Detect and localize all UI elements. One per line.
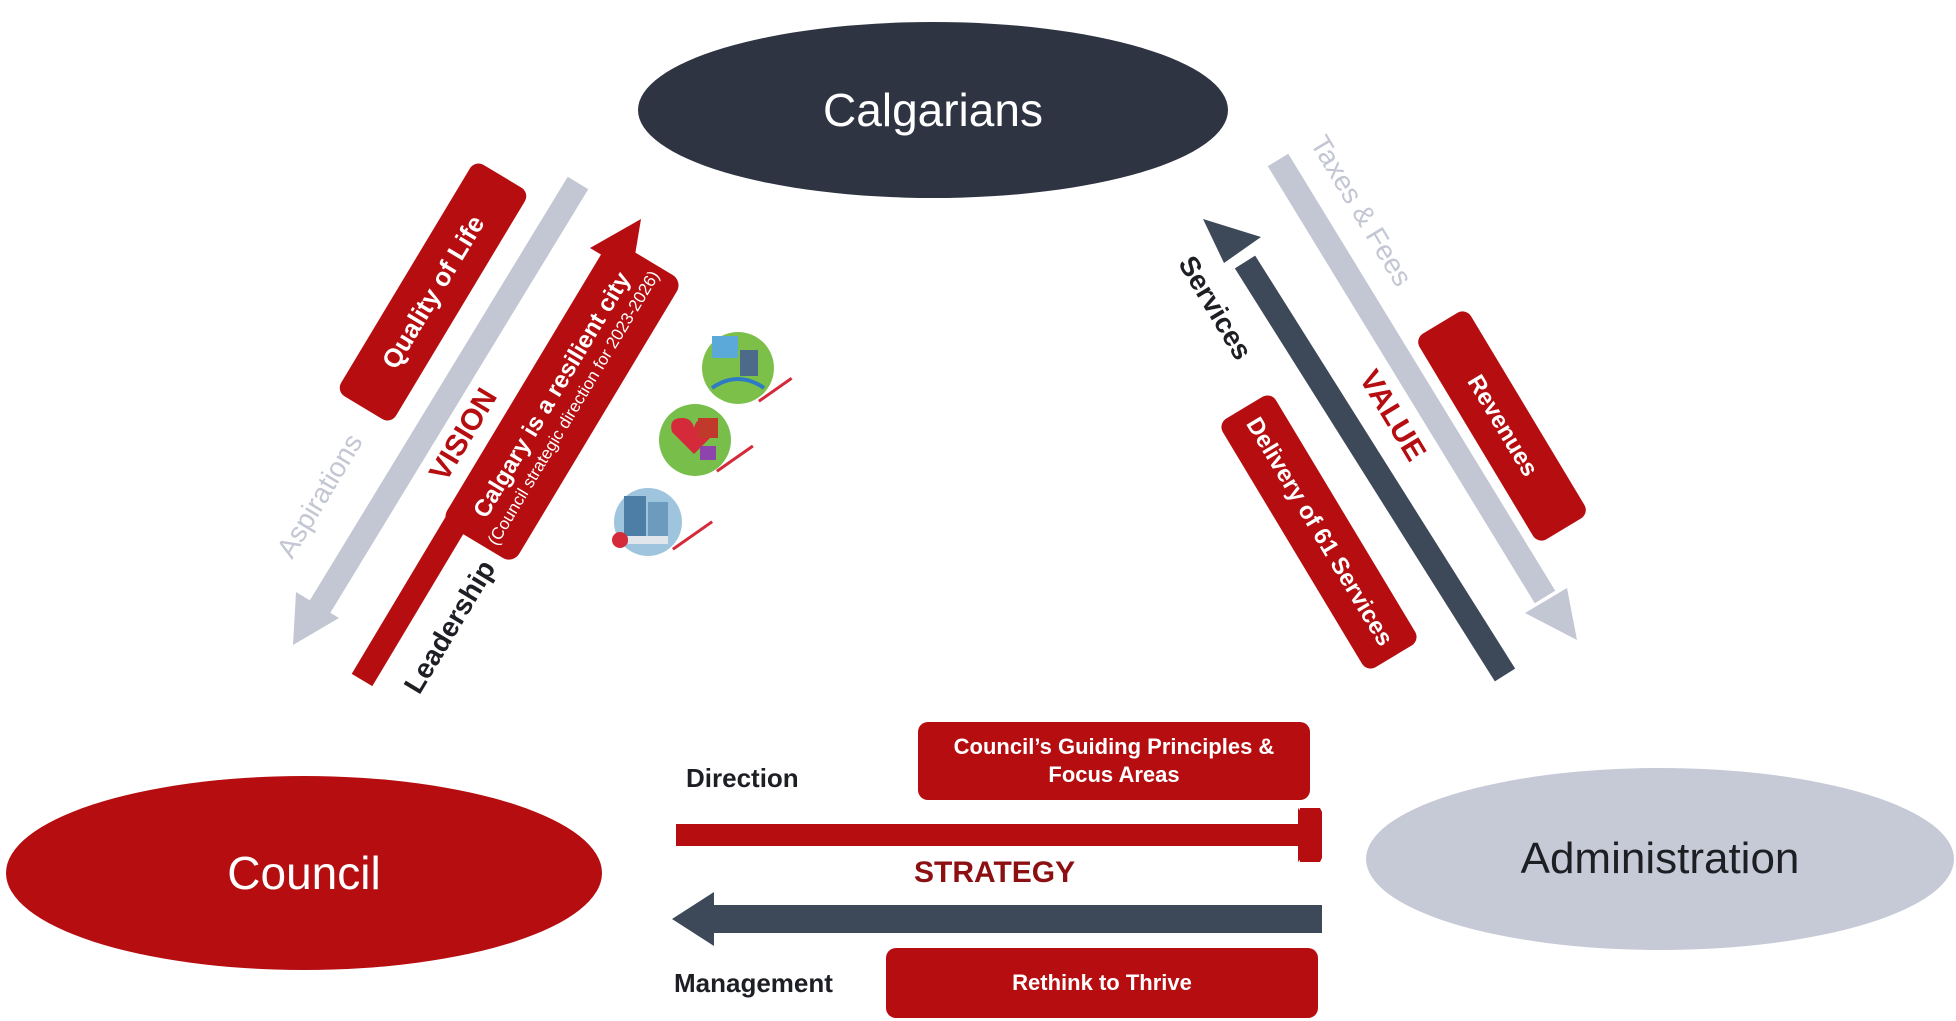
guiding-principles-box: Council’s Guiding Principles & Focus Are… <box>918 722 1310 800</box>
guiding-principles-line2: Focus Areas <box>1048 762 1180 787</box>
direction-label: Direction <box>686 763 799 793</box>
services-arrow <box>1203 219 1516 682</box>
direction-arrow <box>676 808 1322 862</box>
rethink-label: Rethink to Thrive <box>1012 970 1192 995</box>
strategy-label: STRATEGY <box>914 856 1076 889</box>
calgarians-label: Calgarians <box>823 84 1043 136</box>
guiding-principles-line1: Council’s Guiding Principles & <box>953 734 1275 759</box>
council-label: Council <box>227 847 381 899</box>
taxes-fees-arrow <box>1267 153 1577 640</box>
administration-node: Administration <box>1366 768 1954 950</box>
management-label: Management <box>674 968 833 998</box>
council-node: Council <box>6 776 602 970</box>
rethink-box: Rethink to Thrive <box>886 948 1318 1018</box>
administration-label: Administration <box>1520 834 1800 883</box>
aspirations-arrow <box>293 176 589 645</box>
calgarians-node: Calgarians <box>638 22 1228 198</box>
management-arrow <box>672 892 1322 946</box>
